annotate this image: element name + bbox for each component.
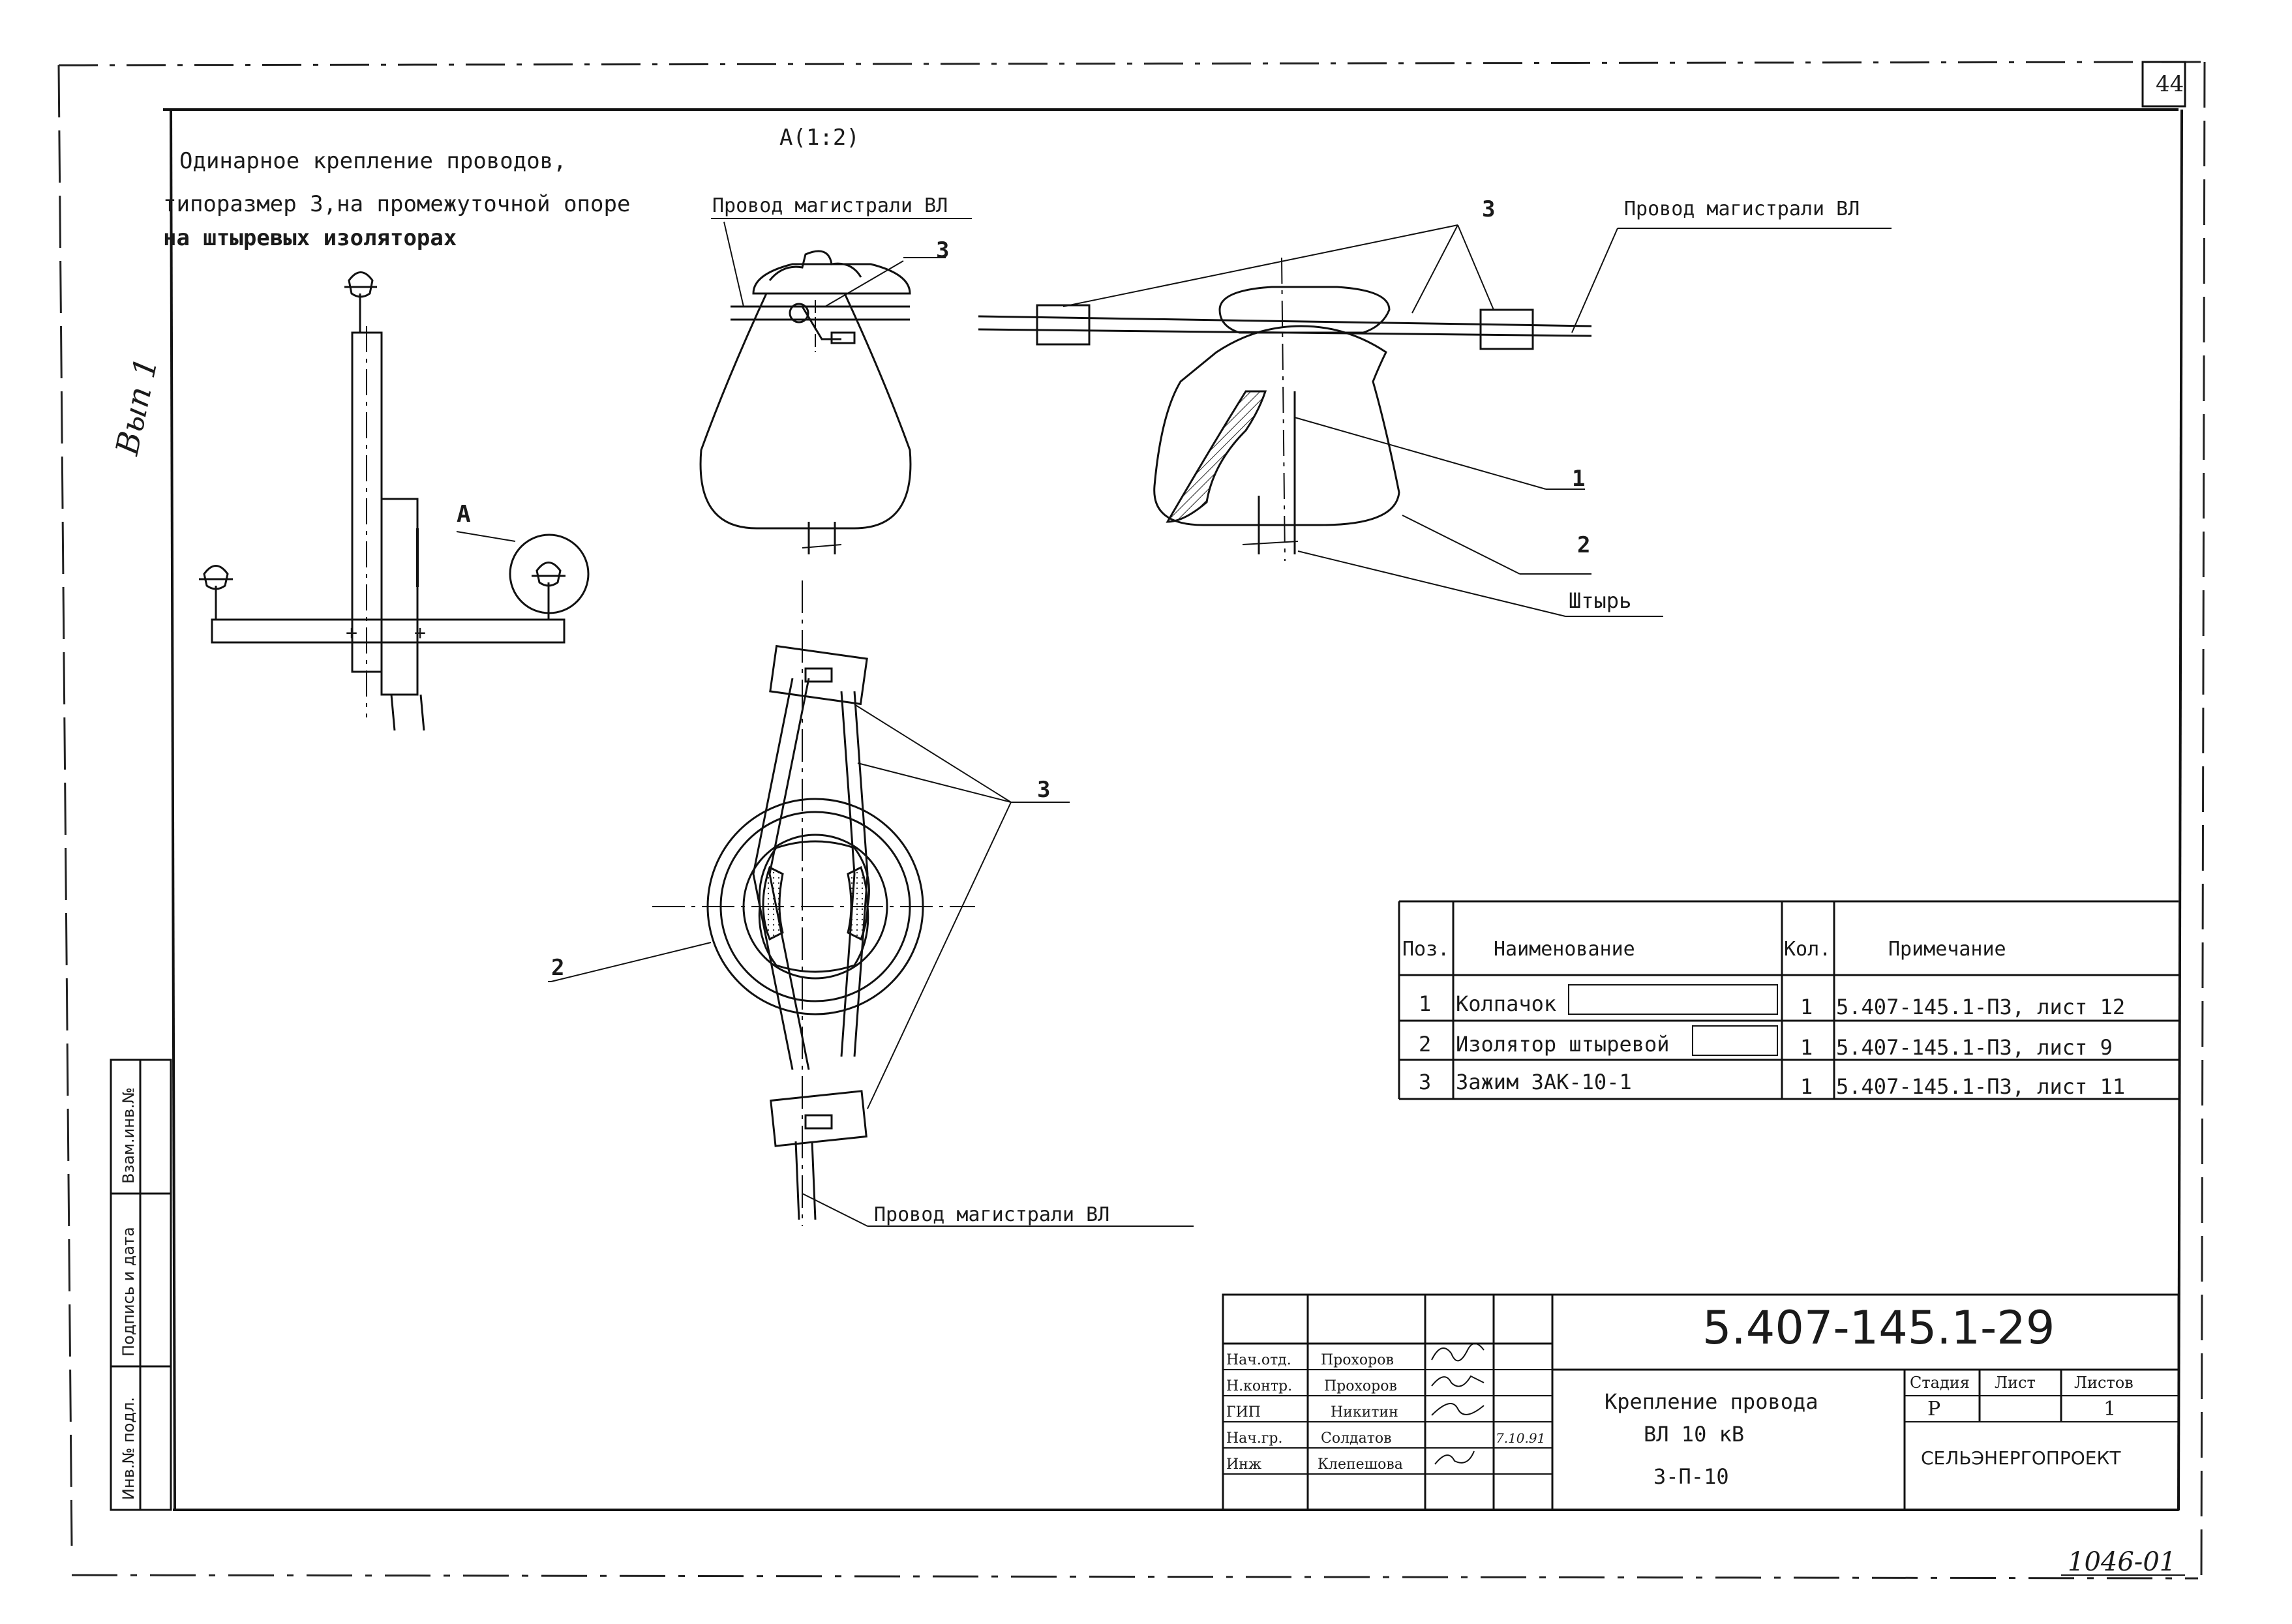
role-1: Нач.отд. — [1226, 1352, 1291, 1368]
footer-handwritten-number: 1046-01 — [2068, 1547, 2176, 1577]
page-number: 44 — [2156, 71, 2184, 97]
wire-main-label-top-left: Провод магистрали ВЛ — [712, 194, 948, 217]
pole-view: + + — [199, 271, 590, 731]
spec-header-qty: Кол. — [1784, 938, 1831, 961]
spec-row-2-qty: 1 — [1800, 1035, 1813, 1060]
title-line-2: типоразмер 3,на промежуточной опоре — [163, 191, 630, 217]
position-1-callout: 1 — [1572, 466, 1585, 492]
side-stamp-inv-original: Инв.№ подл. — [119, 1397, 138, 1500]
stage-label: Стадия — [1910, 1374, 1970, 1392]
title-block-roles: Нач.отд. Прохоров Н.контр. Прохоров ГИП … — [1226, 1352, 1545, 1473]
spec-row-2-note: 5.407-145.1-ПЗ, лист 9 — [1836, 1035, 2113, 1060]
detail-callout-a: А — [457, 501, 471, 528]
outer-frame — [57, 61, 2206, 1580]
role-4-name: Солдатов — [1321, 1430, 1392, 1447]
role-4-date: 7.10.91 — [1496, 1430, 1545, 1446]
spec-row-3-qty: 1 — [1800, 1074, 1813, 1099]
spec-header-name: Наименование — [1494, 938, 1635, 961]
role-2-name: Прохоров — [1324, 1378, 1397, 1394]
position-2-callout-left: 2 — [551, 955, 564, 981]
side-stamp-signature-date: Подпись и дата — [119, 1227, 138, 1357]
role-4: Нач.гр. — [1226, 1430, 1282, 1447]
title-line-1: Одинарное крепление проводов, — [179, 148, 567, 174]
spec-header-pos: Поз. — [1402, 938, 1449, 961]
wire-main-label-bottom: Провод магистрали ВЛ — [874, 1203, 1109, 1226]
detail-a-insulator-side — [699, 250, 912, 554]
svg-text:+: + — [414, 622, 426, 644]
role-2: Н.контр. — [1226, 1378, 1292, 1394]
description-line-2: ВЛ 10 кВ — [1644, 1422, 1744, 1447]
position-2-callout-right: 2 — [1577, 532, 1590, 558]
spec-row-2-name: Изолятор штыревой — [1456, 1032, 1670, 1057]
role-5-name: Клепешова — [1318, 1456, 1403, 1473]
role-5: Инж — [1226, 1456, 1261, 1473]
title-line-3: на штыревых изоляторах — [163, 225, 457, 251]
stage-value: Р — [1927, 1398, 1940, 1421]
spec-row-1-note: 5.407-145.1-ПЗ, лист 12 — [1836, 995, 2125, 1019]
doc-code: 5.407-145.1-29 — [1702, 1301, 2055, 1355]
spec-row-1-pos: 1 — [1419, 991, 1431, 1016]
pin-callout: Штырь — [1569, 588, 1631, 613]
spec-table-headers: Поз. Наименование Кол. Примечание — [1402, 938, 2006, 961]
position-3-callout-b: 3 — [1482, 196, 1495, 222]
top-view — [652, 580, 975, 1226]
spec-row-3-name: Зажим ЗАК-10-1 — [1456, 1070, 1632, 1094]
detail-a-label: А(1:2) — [779, 125, 860, 151]
svg-text:+: + — [346, 622, 357, 644]
front-view-clamps — [978, 257, 1592, 562]
spec-table-rows: 1 Колпачок 1 5.407-145.1-ПЗ, лист 12 2 И… — [1419, 991, 2125, 1099]
front-view-leaders — [1063, 224, 1892, 617]
sheets-value: 1 — [2104, 1398, 2116, 1421]
organization: СЕЛЬЭНЕРГОПРОЕКТ — [1921, 1447, 2121, 1469]
spec-row-1-name: Колпачок — [1456, 991, 1556, 1016]
handwritten-mark: Вып 1 — [109, 354, 165, 459]
spec-row-3-pos: 3 — [1419, 1070, 1431, 1094]
role-1-name: Прохоров — [1321, 1352, 1394, 1368]
sheet-label: Лист — [1995, 1374, 2036, 1392]
side-stamp-replaced-inv: Взам.инв.№ — [119, 1087, 138, 1184]
sheets-label: Листов — [2074, 1374, 2134, 1392]
wire-main-label-top-right: Провод магистрали ВЛ — [1624, 198, 1860, 220]
title-block — [1222, 1293, 2180, 1511]
role-3: ГИП — [1226, 1404, 1261, 1421]
description-line-3: 3-П-10 — [1653, 1464, 1729, 1489]
detail-a-leaders — [711, 218, 972, 307]
spec-row-2-pos: 2 — [1419, 1032, 1431, 1057]
side-stamp — [110, 1059, 172, 1511]
description-line-1: Крепление провода — [1605, 1389, 1818, 1414]
spec-row-1-qty: 1 — [1800, 995, 1813, 1019]
spec-table — [1398, 900, 2179, 1100]
page-number-box: 44 — [2141, 61, 2186, 108]
position-3-callout-c: 3 — [1037, 777, 1050, 803]
spec-header-note: Примечание — [1888, 938, 2006, 961]
title-block-text: Одинарное крепление проводов, типоразмер… — [163, 148, 630, 251]
spec-row-3-note: 5.407-145.1-ПЗ, лист 11 — [1836, 1074, 2125, 1099]
position-3-callout-a: 3 — [936, 237, 949, 263]
role-3-name: Никитин — [1331, 1404, 1398, 1421]
top-view-leaders — [548, 704, 1194, 1227]
